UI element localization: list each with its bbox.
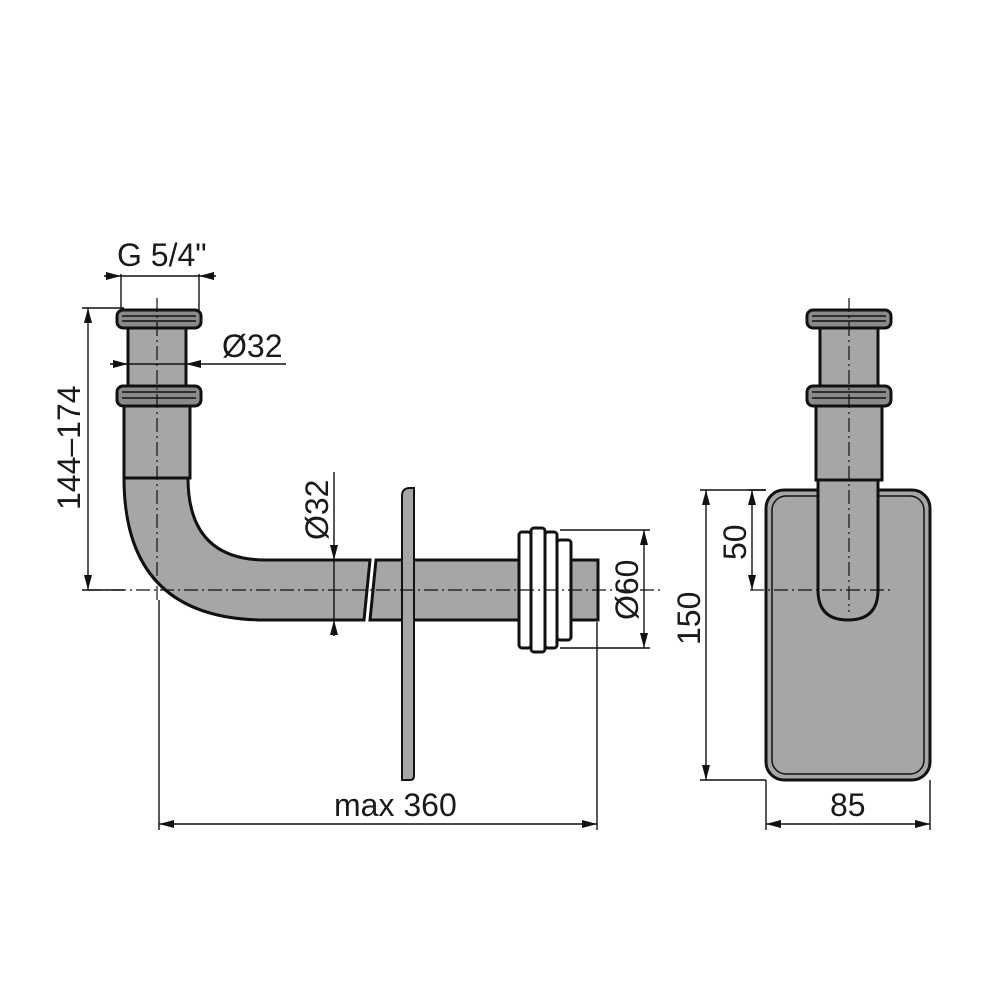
top-nut <box>115 308 203 330</box>
outlet-diameter-dimension: Ø60 <box>560 529 650 649</box>
offset-dimension: 50 <box>717 489 766 590</box>
height-range-dimension: 144–174 <box>51 307 124 591</box>
body-width-dimension: 85 <box>765 780 931 830</box>
outlet-diameter-label: Ø60 <box>609 560 645 620</box>
thread-label: G 5/4" <box>117 237 207 273</box>
body-height-label: 150 <box>671 592 707 645</box>
dip-tube <box>816 476 880 622</box>
top-diameter-dimension: Ø32 <box>110 328 286 368</box>
thread-dimension: G 5/4" <box>104 237 216 310</box>
pipe-diameter-dimension: Ø32 <box>299 472 338 636</box>
top-diameter-label: Ø32 <box>222 328 282 364</box>
height-range-label: 144–174 <box>51 385 87 510</box>
max-length-label: max 360 <box>334 787 457 823</box>
side-view <box>88 298 660 781</box>
middle-nut <box>115 384 203 408</box>
wall-rosette <box>401 487 415 781</box>
offset-label: 50 <box>717 524 753 560</box>
pipe-diameter-label: Ø32 <box>299 480 335 540</box>
front-view <box>750 298 932 782</box>
body-width-label: 85 <box>830 787 866 823</box>
max-length-dimension: max 360 <box>158 600 598 830</box>
body-height-dimension: 150 <box>671 489 766 781</box>
